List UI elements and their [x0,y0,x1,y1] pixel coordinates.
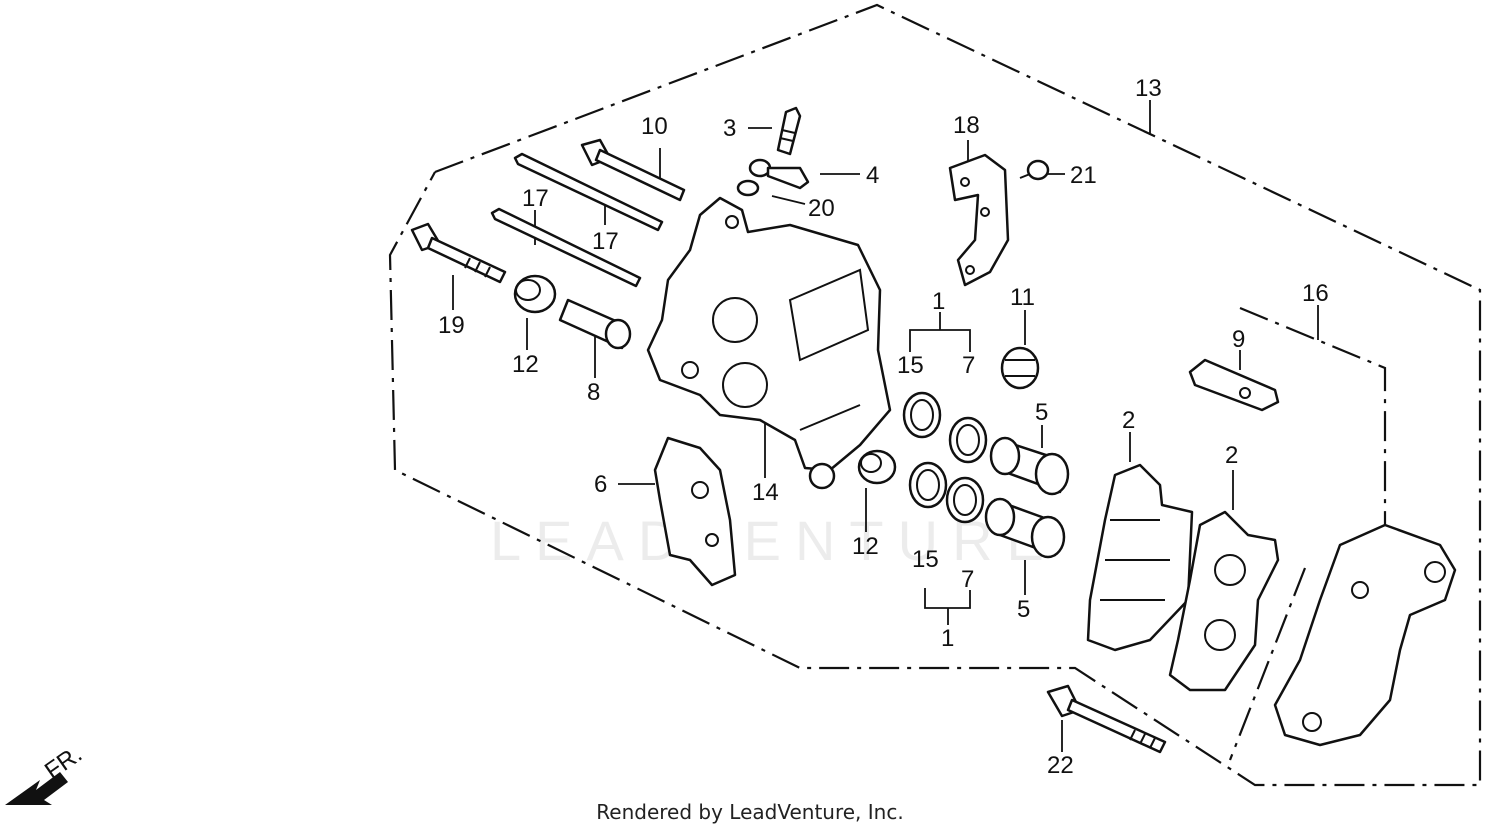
callout-18: 18 [953,112,980,139]
callout-20: 20 [808,195,835,222]
callout-14: 14 [752,479,779,506]
caliper-bracket [1273,523,1457,747]
bracket-bolt [1046,684,1167,754]
callout-8: 8 [587,379,600,406]
bleeder-cap [748,158,810,190]
assembly-boundary [388,3,1482,787]
callout-7-lower: 7 [961,566,974,593]
callout-4: 4 [866,162,879,189]
callout-3: 3 [723,115,736,142]
callout-16: 16 [1302,280,1329,307]
callout-15-lower: 15 [912,546,939,573]
footer-credit: Rendered by LeadVenture, Inc. [596,800,904,824]
callout-12-upper: 12 [512,351,539,378]
pad-spring-plate [948,153,1010,287]
bleeder-valve [776,106,802,156]
sealing-washer [736,179,760,197]
pad-set-boundary-lower [1228,567,1307,761]
callout-11: 11 [1010,284,1035,311]
pin-sleeve [558,298,632,350]
callout-10: 10 [641,113,668,140]
callout-6: 6 [594,471,607,498]
mounting-bolt [410,222,507,284]
front-direction-arrow-icon [5,772,68,805]
callout-9: 9 [1232,326,1245,353]
bleeder-nut [1000,346,1040,390]
callout-numbers: 13 16 3 10 4 20 18 21 17 17 19 12 8 1 11… [438,75,1329,779]
callout-17-lower: 17 [592,228,619,255]
callout-7-upper: 7 [962,352,975,379]
callout-12-lower: 12 [852,533,879,560]
pistons [984,436,1070,559]
pad-set-boundary [1239,306,1387,525]
pad-retainer [1188,358,1280,412]
callout-15-upper: 15 [897,352,924,379]
plate-screw [1019,159,1050,181]
callout-5-lower: 5 [1017,596,1030,623]
pad-pins [490,152,664,288]
caliper-body [646,196,892,490]
pin-bolt [580,138,686,202]
callout-19: 19 [438,312,465,339]
callout-22: 22 [1047,752,1074,779]
callout-1-upper: 1 [932,288,945,315]
piston-seals [902,391,988,524]
boot-upper [513,274,557,314]
brake-pads [1086,463,1280,692]
callout-1-lower: 1 [941,625,954,652]
callout-2-left: 2 [1122,407,1135,434]
callout-17-upper: 17 [522,185,549,212]
callout-13: 13 [1135,75,1162,102]
callout-21: 21 [1070,162,1097,189]
pad-shim [653,436,737,587]
callout-5-upper: 5 [1035,399,1048,426]
boot-lower [857,449,897,485]
callout-2-right: 2 [1225,442,1238,469]
direction-label: FR. [40,741,87,785]
